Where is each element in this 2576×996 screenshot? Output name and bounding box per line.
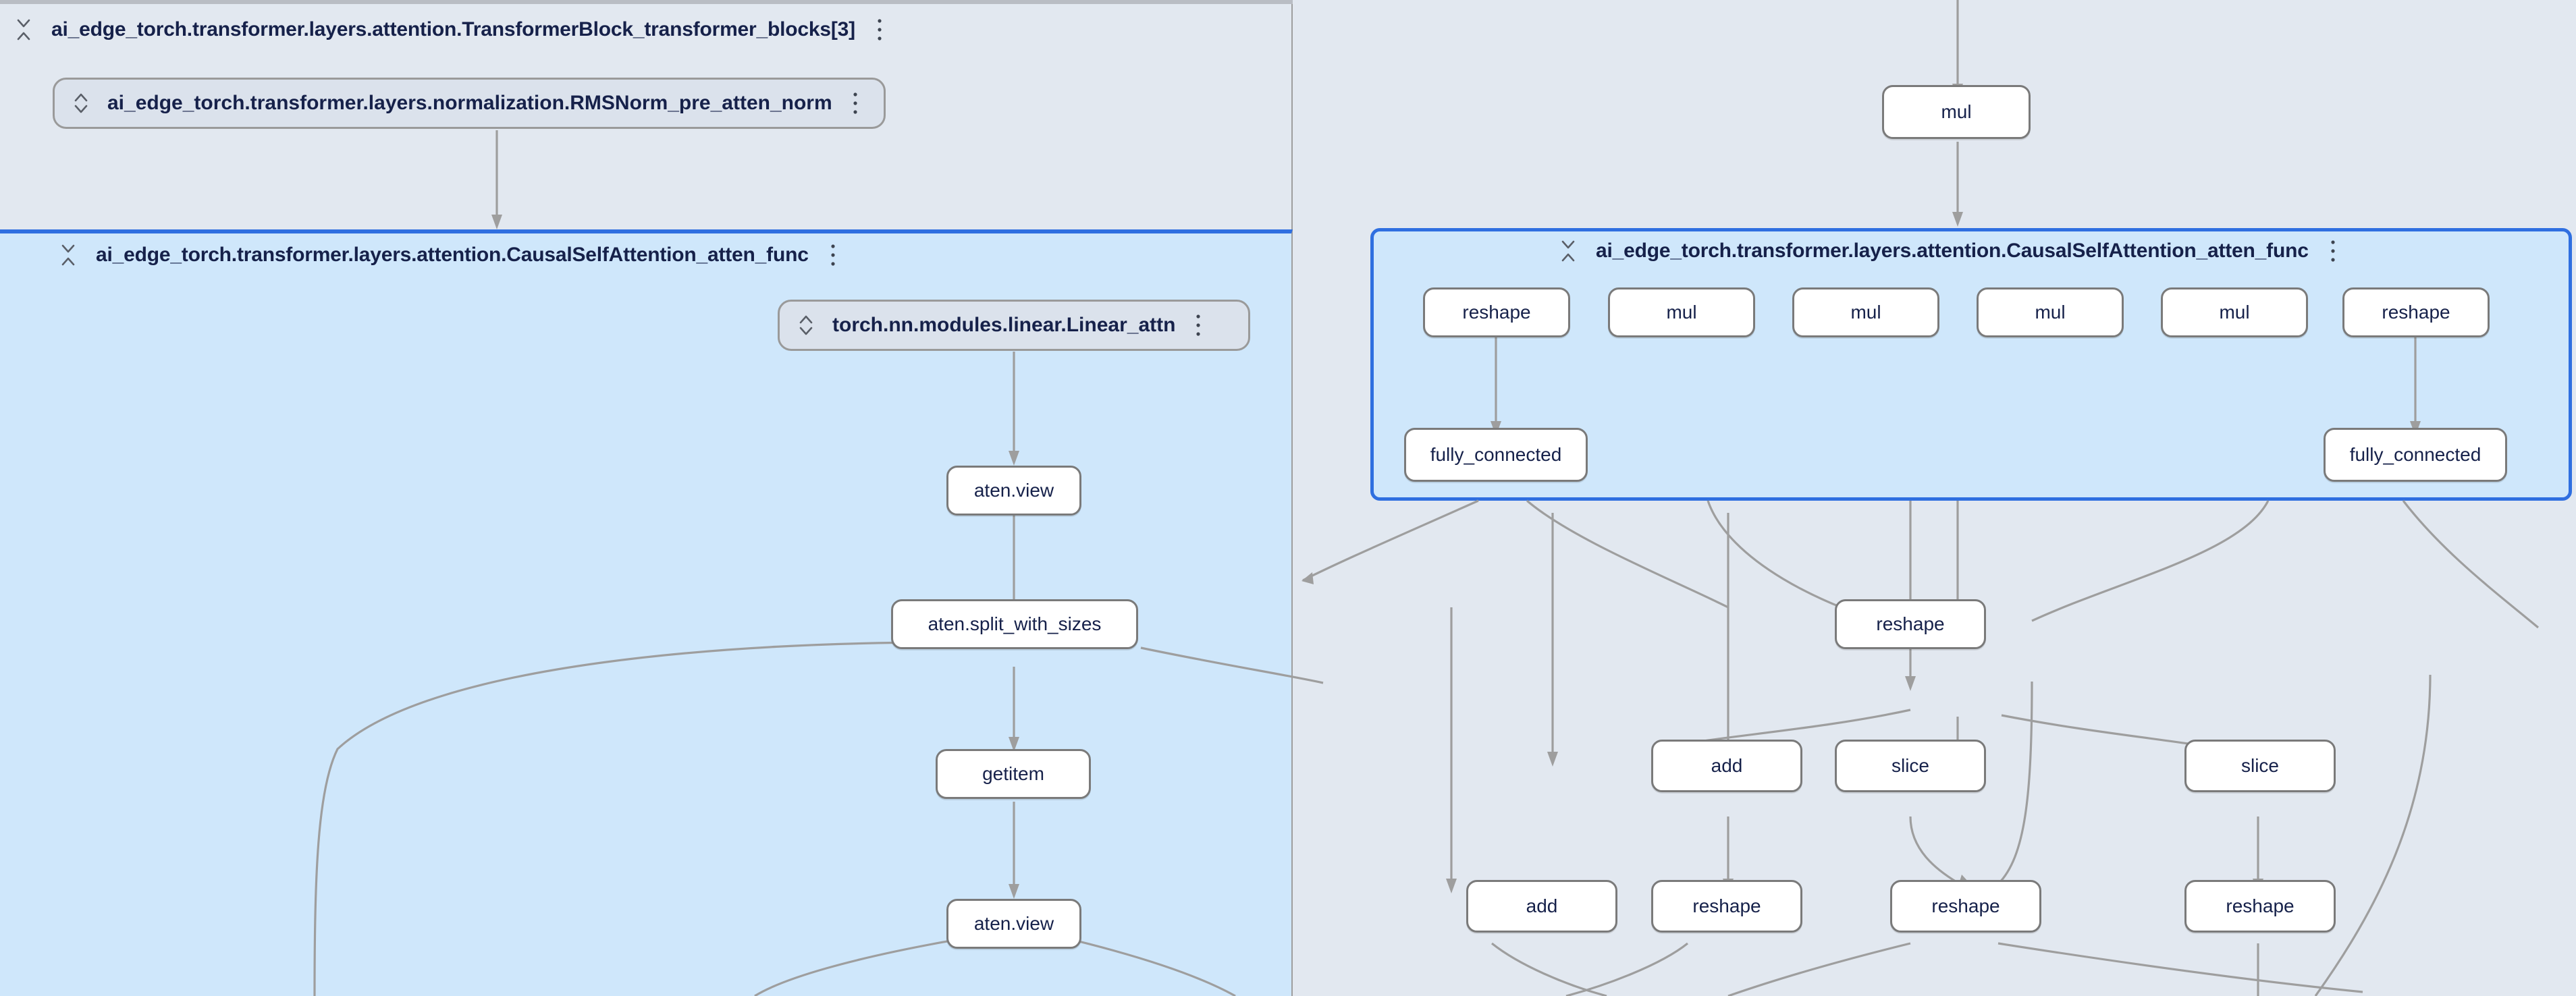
node-label: fully_connected bbox=[1430, 444, 1562, 466]
node-label: fully_connected bbox=[2350, 444, 2481, 466]
group-header-causal-self-attention-left[interactable]: ai_edge_torch.transformer.layers.attenti… bbox=[59, 242, 838, 269]
group-label-transformer-block: ai_edge_torch.transformer.layers.attenti… bbox=[51, 18, 855, 41]
node-mul-top[interactable]: mul bbox=[1882, 85, 2031, 139]
node-label: reshape bbox=[2382, 302, 2450, 323]
collapsed-module-label-rmsnorm: ai_edge_torch.transformer.layers.normali… bbox=[107, 92, 832, 115]
node-label: reshape bbox=[1462, 302, 1530, 323]
node-reshape-mid[interactable]: reshape bbox=[1835, 599, 1986, 649]
node-getitem[interactable]: getitem bbox=[936, 749, 1091, 799]
expand-chevrons-icon[interactable] bbox=[797, 312, 815, 339]
expand-chevrons-icon[interactable] bbox=[72, 90, 90, 117]
group-label-causal-self-attention-right: ai_edge_torch.transformer.layers.attenti… bbox=[1596, 240, 2309, 262]
node-label: mul bbox=[1941, 101, 1971, 123]
group-label-causal-self-attention-left: ai_edge_torch.transformer.layers.attenti… bbox=[96, 244, 809, 267]
node-reshape-c[interactable]: reshape bbox=[1651, 880, 1802, 933]
group-header-transformer-block[interactable]: ai_edge_torch.transformer.layers.attenti… bbox=[15, 16, 885, 43]
collapsed-module-rmsnorm[interactable]: ai_edge_torch.transformer.layers.normali… bbox=[53, 78, 886, 129]
node-label: slice bbox=[1891, 755, 1929, 777]
node-mul-2[interactable]: mul bbox=[1792, 287, 1939, 337]
group-header-causal-self-attention-right[interactable]: ai_edge_torch.transformer.layers.attenti… bbox=[1559, 238, 2338, 265]
node-fully-connected-right[interactable]: fully_connected bbox=[2324, 428, 2507, 482]
node-aten-view-2[interactable]: aten.view bbox=[946, 899, 1081, 949]
node-label: reshape bbox=[2226, 895, 2294, 917]
node-label: reshape bbox=[1876, 613, 1944, 635]
node-reshape-a[interactable]: reshape bbox=[1423, 287, 1570, 337]
node-label: aten.view bbox=[974, 480, 1054, 501]
node-add-1[interactable]: add bbox=[1651, 740, 1802, 792]
more-vertical-icon[interactable] bbox=[850, 90, 861, 116]
collapsed-module-linear-attn[interactable]: torch.nn.modules.linear.Linear_attn bbox=[778, 300, 1250, 351]
node-label: reshape bbox=[1692, 895, 1761, 917]
node-reshape-b[interactable]: reshape bbox=[2342, 287, 2490, 337]
node-slice-2[interactable]: slice bbox=[2184, 740, 2336, 792]
node-label: reshape bbox=[1931, 895, 2000, 917]
node-label: aten.split_with_sizes bbox=[928, 613, 1102, 635]
node-label: mul bbox=[1850, 302, 1881, 323]
node-label: add bbox=[1711, 755, 1743, 777]
node-add-2[interactable]: add bbox=[1466, 880, 1617, 933]
more-vertical-icon[interactable] bbox=[2328, 238, 2338, 264]
node-label: add bbox=[1526, 895, 1558, 917]
more-vertical-icon[interactable] bbox=[874, 17, 885, 43]
collapse-chevrons-icon[interactable] bbox=[1559, 238, 1577, 265]
node-label: mul bbox=[2035, 302, 2065, 323]
node-aten-split-with-sizes[interactable]: aten.split_with_sizes bbox=[891, 599, 1138, 649]
node-mul-1[interactable]: mul bbox=[1608, 287, 1755, 337]
node-label: mul bbox=[2219, 302, 2249, 323]
collapsed-module-label-linear-attn: torch.nn.modules.linear.Linear_attn bbox=[832, 314, 1175, 337]
node-label: slice bbox=[2241, 755, 2279, 777]
node-reshape-e[interactable]: reshape bbox=[2184, 880, 2336, 933]
node-label: getitem bbox=[982, 763, 1044, 785]
node-slice-1[interactable]: slice bbox=[1835, 740, 1986, 792]
more-vertical-icon[interactable] bbox=[828, 242, 838, 268]
node-label: aten.view bbox=[974, 913, 1054, 935]
node-reshape-d[interactable]: reshape bbox=[1890, 880, 2041, 933]
more-vertical-icon[interactable] bbox=[1193, 312, 1204, 338]
node-fully-connected-left[interactable]: fully_connected bbox=[1404, 428, 1588, 482]
node-mul-4[interactable]: mul bbox=[2161, 287, 2308, 337]
node-aten-view-1[interactable]: aten.view bbox=[946, 466, 1081, 516]
collapse-chevrons-icon[interactable] bbox=[15, 16, 32, 43]
node-label: mul bbox=[1666, 302, 1696, 323]
node-mul-3[interactable]: mul bbox=[1977, 287, 2124, 337]
collapse-chevrons-icon[interactable] bbox=[59, 242, 77, 269]
